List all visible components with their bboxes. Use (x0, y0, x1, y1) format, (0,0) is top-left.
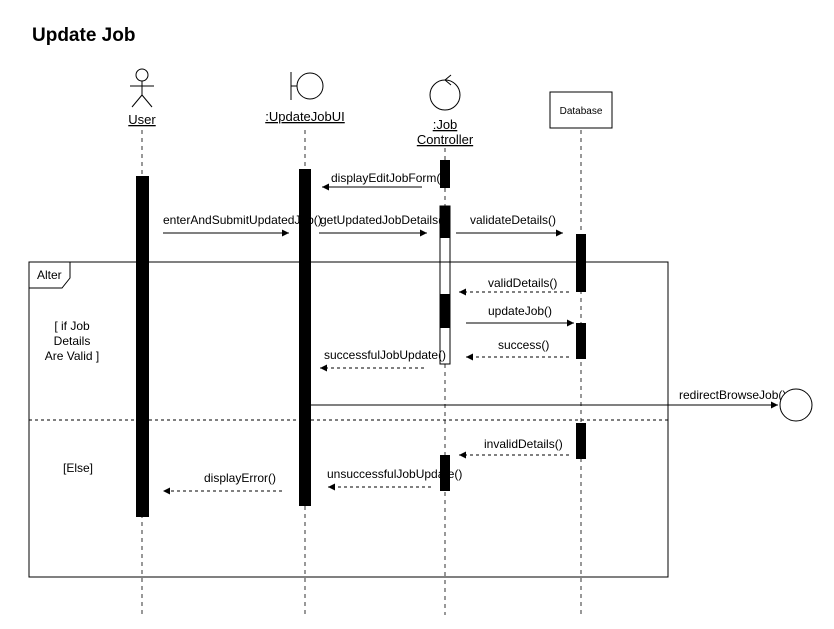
database-activation-2 (576, 323, 586, 359)
database-box (549, 91, 613, 129)
else-guard: [Else] (63, 461, 93, 475)
controller-activation-2a (440, 206, 450, 238)
controller-activation-3 (440, 455, 450, 491)
alt-operator: Alter (37, 268, 62, 282)
boundary-icon (290, 72, 324, 100)
user-activation (136, 176, 149, 517)
display-error-label: displayError() (204, 471, 276, 485)
user-actor-icon (130, 68, 154, 108)
guard-line1: [ if Job (54, 319, 90, 333)
browse-job-endpoint (779, 388, 813, 422)
successful-job-update-label: successfulJobUpdate() (324, 348, 446, 362)
database-activation-1 (576, 234, 586, 292)
guard-line3: Are Valid ] (45, 349, 99, 363)
get-updated-job-details-label: getUpdatedJobDetails() (320, 213, 446, 227)
display-edit-job-form-label: displayEditJobForm() (331, 171, 444, 185)
controller-activation-1 (440, 160, 450, 188)
update-job-label: updateJob() (488, 304, 552, 318)
redirect-browse-job-label: redirectBrowseJob() (679, 388, 786, 402)
diagram-title: Update Job (32, 25, 135, 46)
alt-fragment-tab (29, 262, 71, 289)
validate-details-label: validateDetails() (470, 213, 556, 227)
guard-line2: Details (54, 334, 91, 348)
enter-and-submit-label: enterAndSubmitUpdatedJob() (163, 213, 322, 227)
valid-details-label: validDetails() (488, 276, 557, 290)
controller-activation-2b (440, 294, 450, 328)
success-label: success() (498, 338, 549, 352)
ui-activation (299, 169, 311, 506)
unsuccessful-job-update-label: unsuccessfulJobUpdate() (327, 467, 462, 481)
database-activation-3 (576, 423, 586, 459)
controller-icon (429, 74, 461, 111)
user-label: User (128, 112, 156, 127)
database-label: Database (560, 106, 603, 117)
controller-label-line1: :Job (433, 117, 458, 132)
ui-label: :UpdateJobUI (265, 109, 345, 124)
invalid-details-label: invalidDetails() (484, 437, 563, 451)
controller-label-line2: Controller (417, 132, 474, 147)
